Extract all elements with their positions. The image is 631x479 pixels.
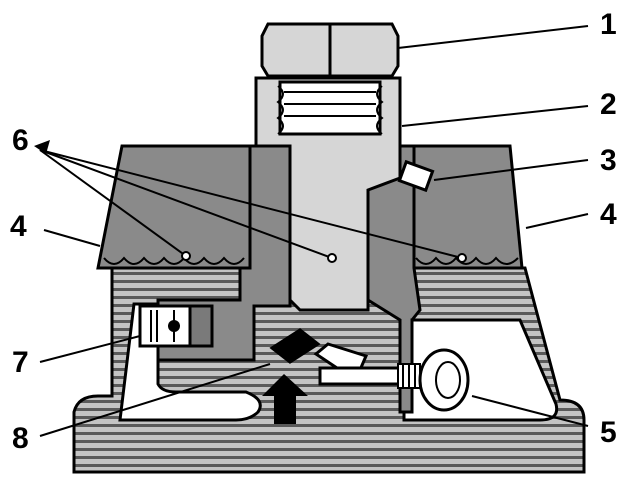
bolt-thread-insert [280,82,380,134]
left-upper-housing [98,146,250,268]
callout-4-left: 4 [10,210,27,243]
callout-6: 6 [12,124,29,157]
callout-1: 1 [600,8,617,41]
leader-4-left [44,230,100,246]
plunger-thread [398,364,420,388]
left-sensor-threads [146,310,160,342]
leader-4-right [526,214,588,228]
callout-4-right: 4 [600,198,617,231]
callout-3: 3 [600,144,617,177]
left-sensor-block [190,306,212,346]
leader-1 [398,26,588,48]
callout-7: 7 [12,346,29,379]
plunger-rod [320,368,410,384]
callout-2: 2 [600,88,617,121]
callout-8: 8 [12,422,29,455]
leader-2 [402,106,588,126]
callout-5: 5 [600,416,617,449]
